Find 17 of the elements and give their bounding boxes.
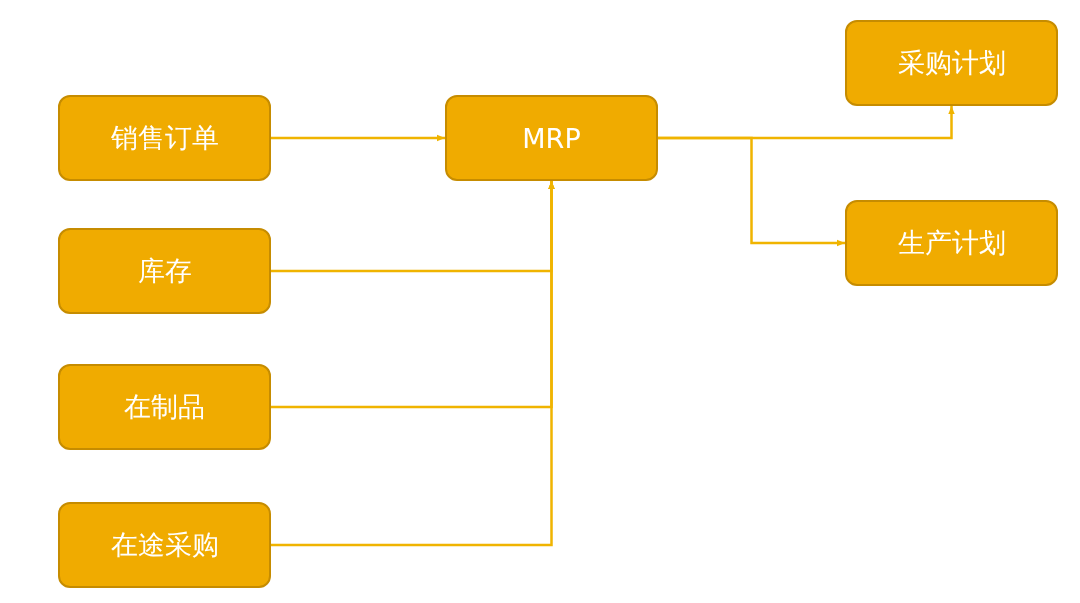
arrow [271,134,445,142]
node-label: 在制品 [124,390,205,424]
node-label: 采购计划 [897,46,1006,80]
node-label: 库存 [137,254,192,288]
process-box [845,200,1058,286]
process-box [445,95,658,181]
process-box [58,228,271,314]
node-label: 销售订单 [110,121,219,155]
node-label: MRP [522,122,581,154]
process-box [845,20,1058,106]
process-box [58,95,271,181]
arrow [658,136,845,247]
process-box [58,364,271,450]
node-label: 生产计划 [897,226,1006,260]
arrow [271,181,555,547]
process-box [58,502,271,588]
node-label: 在途采购 [110,528,219,562]
